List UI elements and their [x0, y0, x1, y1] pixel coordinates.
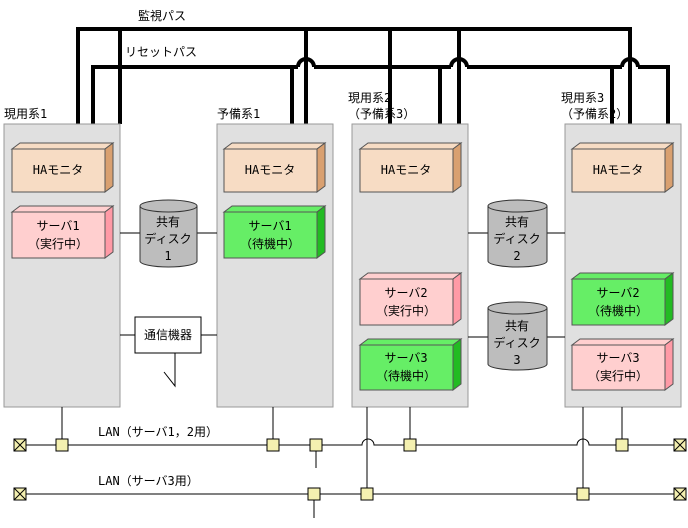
lan-connector — [309, 438, 323, 452]
disk-label-line2: ディスク — [493, 231, 540, 246]
server-state: （実行中） — [588, 368, 648, 383]
lan-connector — [55, 438, 69, 452]
disk-label-line3: 2 — [513, 249, 520, 263]
ha-monitor-label: HAモニタ — [381, 163, 431, 177]
ha-monitor-label: HAモニタ — [33, 163, 83, 177]
ha-monitor-3: HAモニタ — [358, 142, 463, 193]
comm-device: 通信機器 — [134, 316, 202, 388]
server-state: （待機中） — [240, 236, 300, 251]
ha-monitor-4: HAモニタ — [570, 142, 675, 193]
server-state: （実行中） — [28, 236, 88, 251]
disk-label-line1: 共有 — [505, 319, 529, 333]
disk-label-line3: 1 — [164, 249, 171, 263]
comm-device-label: 通信機器 — [144, 327, 192, 342]
system-label-2: 予備系1 — [217, 106, 260, 121]
disk-label-line2: ディスク — [144, 231, 191, 246]
lan-connector — [266, 438, 280, 452]
shared-disk-1: 共有 ディスク 1 — [139, 199, 198, 268]
lan-connector — [360, 487, 374, 501]
server-name: サーバ1 — [36, 219, 79, 233]
server-box-4: サーバ3 （待機中） — [358, 338, 463, 391]
reset-path-label: リセットパス — [125, 45, 197, 59]
monitor-path-label: 監視パス — [138, 8, 186, 23]
lan-terminator — [13, 438, 27, 452]
ha-monitor-label: HAモニタ — [245, 163, 295, 177]
shared-disk-2: 共有 ディスク 2 — [487, 199, 548, 268]
reset-path — [91, 57, 670, 124]
lan-connector — [307, 487, 321, 501]
server-box-6: サーバ3 （実行中） — [570, 338, 675, 391]
lan-connector — [403, 438, 417, 452]
monitor-path — [76, 27, 632, 124]
lan-connector — [615, 438, 629, 452]
server-state: （待機中） — [376, 368, 436, 383]
lan-terminator — [673, 487, 687, 501]
lan-2-label: LAN（サーバ3用） — [98, 474, 199, 488]
disk-label-line3: 3 — [513, 353, 520, 367]
comm-antenna-line — [163, 353, 176, 388]
ha-monitor-2: HAモニタ — [222, 142, 327, 193]
disk-label-line2: ディスク — [493, 335, 540, 350]
shared-disk-3: 共有 ディスク 3 — [487, 301, 548, 371]
lan-terminator — [673, 438, 687, 452]
system-label-4-line1: 現用系3 — [561, 91, 604, 105]
server-name: サーバ3 — [596, 351, 639, 365]
server-box-5: サーバ2 （待機中） — [570, 272, 675, 326]
server-name: サーバ2 — [384, 286, 427, 300]
system-label-3-line2: （予備系3） — [348, 106, 415, 121]
disk-connections — [120, 232, 565, 338]
server-name: サーバ3 — [384, 351, 427, 365]
server-box-2: サーバ1 （待機中） — [222, 205, 327, 259]
server-box-1: サーバ1 （実行中） — [10, 205, 115, 259]
system-label-3-line1: 現用系2 — [348, 91, 391, 105]
server-state: （実行中） — [376, 303, 436, 318]
system-label-1: 現用系1 — [4, 107, 47, 121]
lan-connector — [576, 487, 590, 501]
lan-2 — [20, 407, 678, 518]
ha-monitor-1: HAモニタ — [10, 142, 115, 193]
server-state: （待機中） — [588, 303, 648, 318]
disk-label-line1: 共有 — [156, 215, 180, 229]
lan-1-label: LAN（サーバ1，2用） — [98, 425, 218, 439]
server-name: サーバ1 — [248, 219, 291, 233]
ha-monitor-label: HAモニタ — [593, 163, 643, 177]
system-label-4-line2: （予備系2） — [561, 106, 628, 121]
server-name: サーバ2 — [596, 286, 639, 300]
server-box-3: サーバ2 （実行中） — [358, 272, 463, 326]
lan-terminator — [13, 487, 27, 501]
disk-label-line1: 共有 — [505, 215, 529, 229]
